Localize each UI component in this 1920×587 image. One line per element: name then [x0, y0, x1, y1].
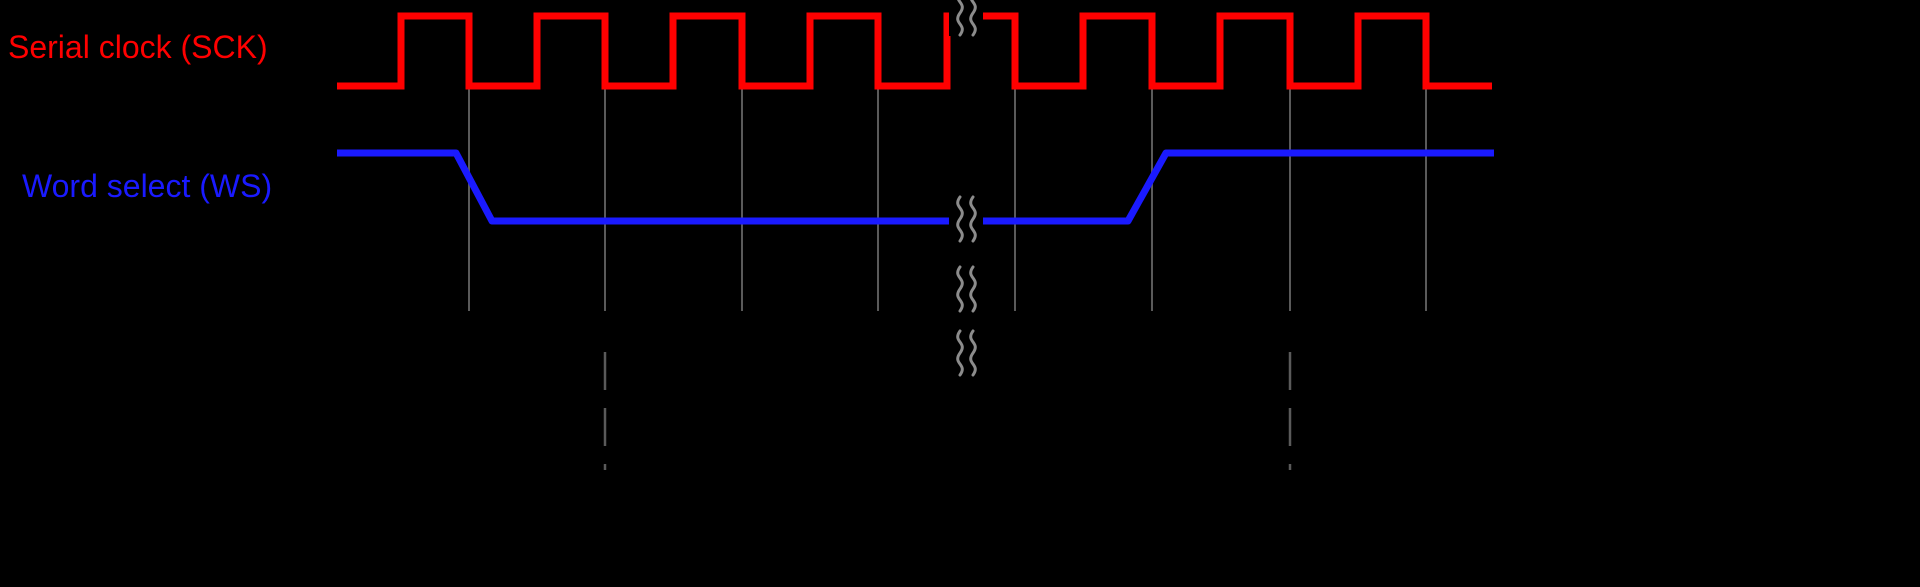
sck-label: Serial clock (SCK)	[8, 29, 268, 65]
sck-waveform	[337, 12, 1492, 90]
time-break-icon	[947, 264, 985, 314]
time-break-icon	[947, 0, 985, 38]
gridlines	[468, 89, 1427, 311]
time-break-icon	[947, 194, 985, 244]
time-break-icon	[947, 328, 985, 378]
dashed-gridlines	[603, 352, 1292, 470]
ws-waveform	[337, 149, 1494, 225]
ws-label: Word select (WS)	[22, 168, 272, 204]
